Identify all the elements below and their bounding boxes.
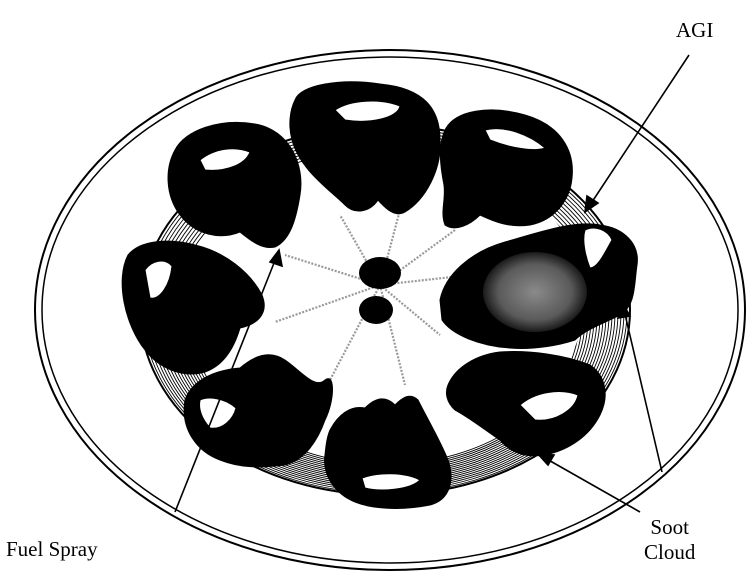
soot-cloud-label: Soot Cloud [644, 515, 695, 565]
soot-arrowhead-1 [538, 454, 554, 465]
soot-label-line-2: Cloud [644, 540, 695, 565]
agi-region [483, 252, 587, 332]
injector-nozzle-top [359, 257, 401, 289]
agi-arrow-line [590, 55, 689, 205]
soot-plume-top-right [440, 110, 572, 228]
soot-arrow-line-2 [624, 310, 662, 472]
injector-nozzle-bottom [359, 296, 393, 324]
soot-arrow-line-1 [545, 458, 640, 512]
fuel-spray-label: Fuel Spray [6, 537, 98, 562]
agi-label: AGI [676, 18, 713, 43]
soot-label-line-1: Soot [644, 515, 695, 540]
